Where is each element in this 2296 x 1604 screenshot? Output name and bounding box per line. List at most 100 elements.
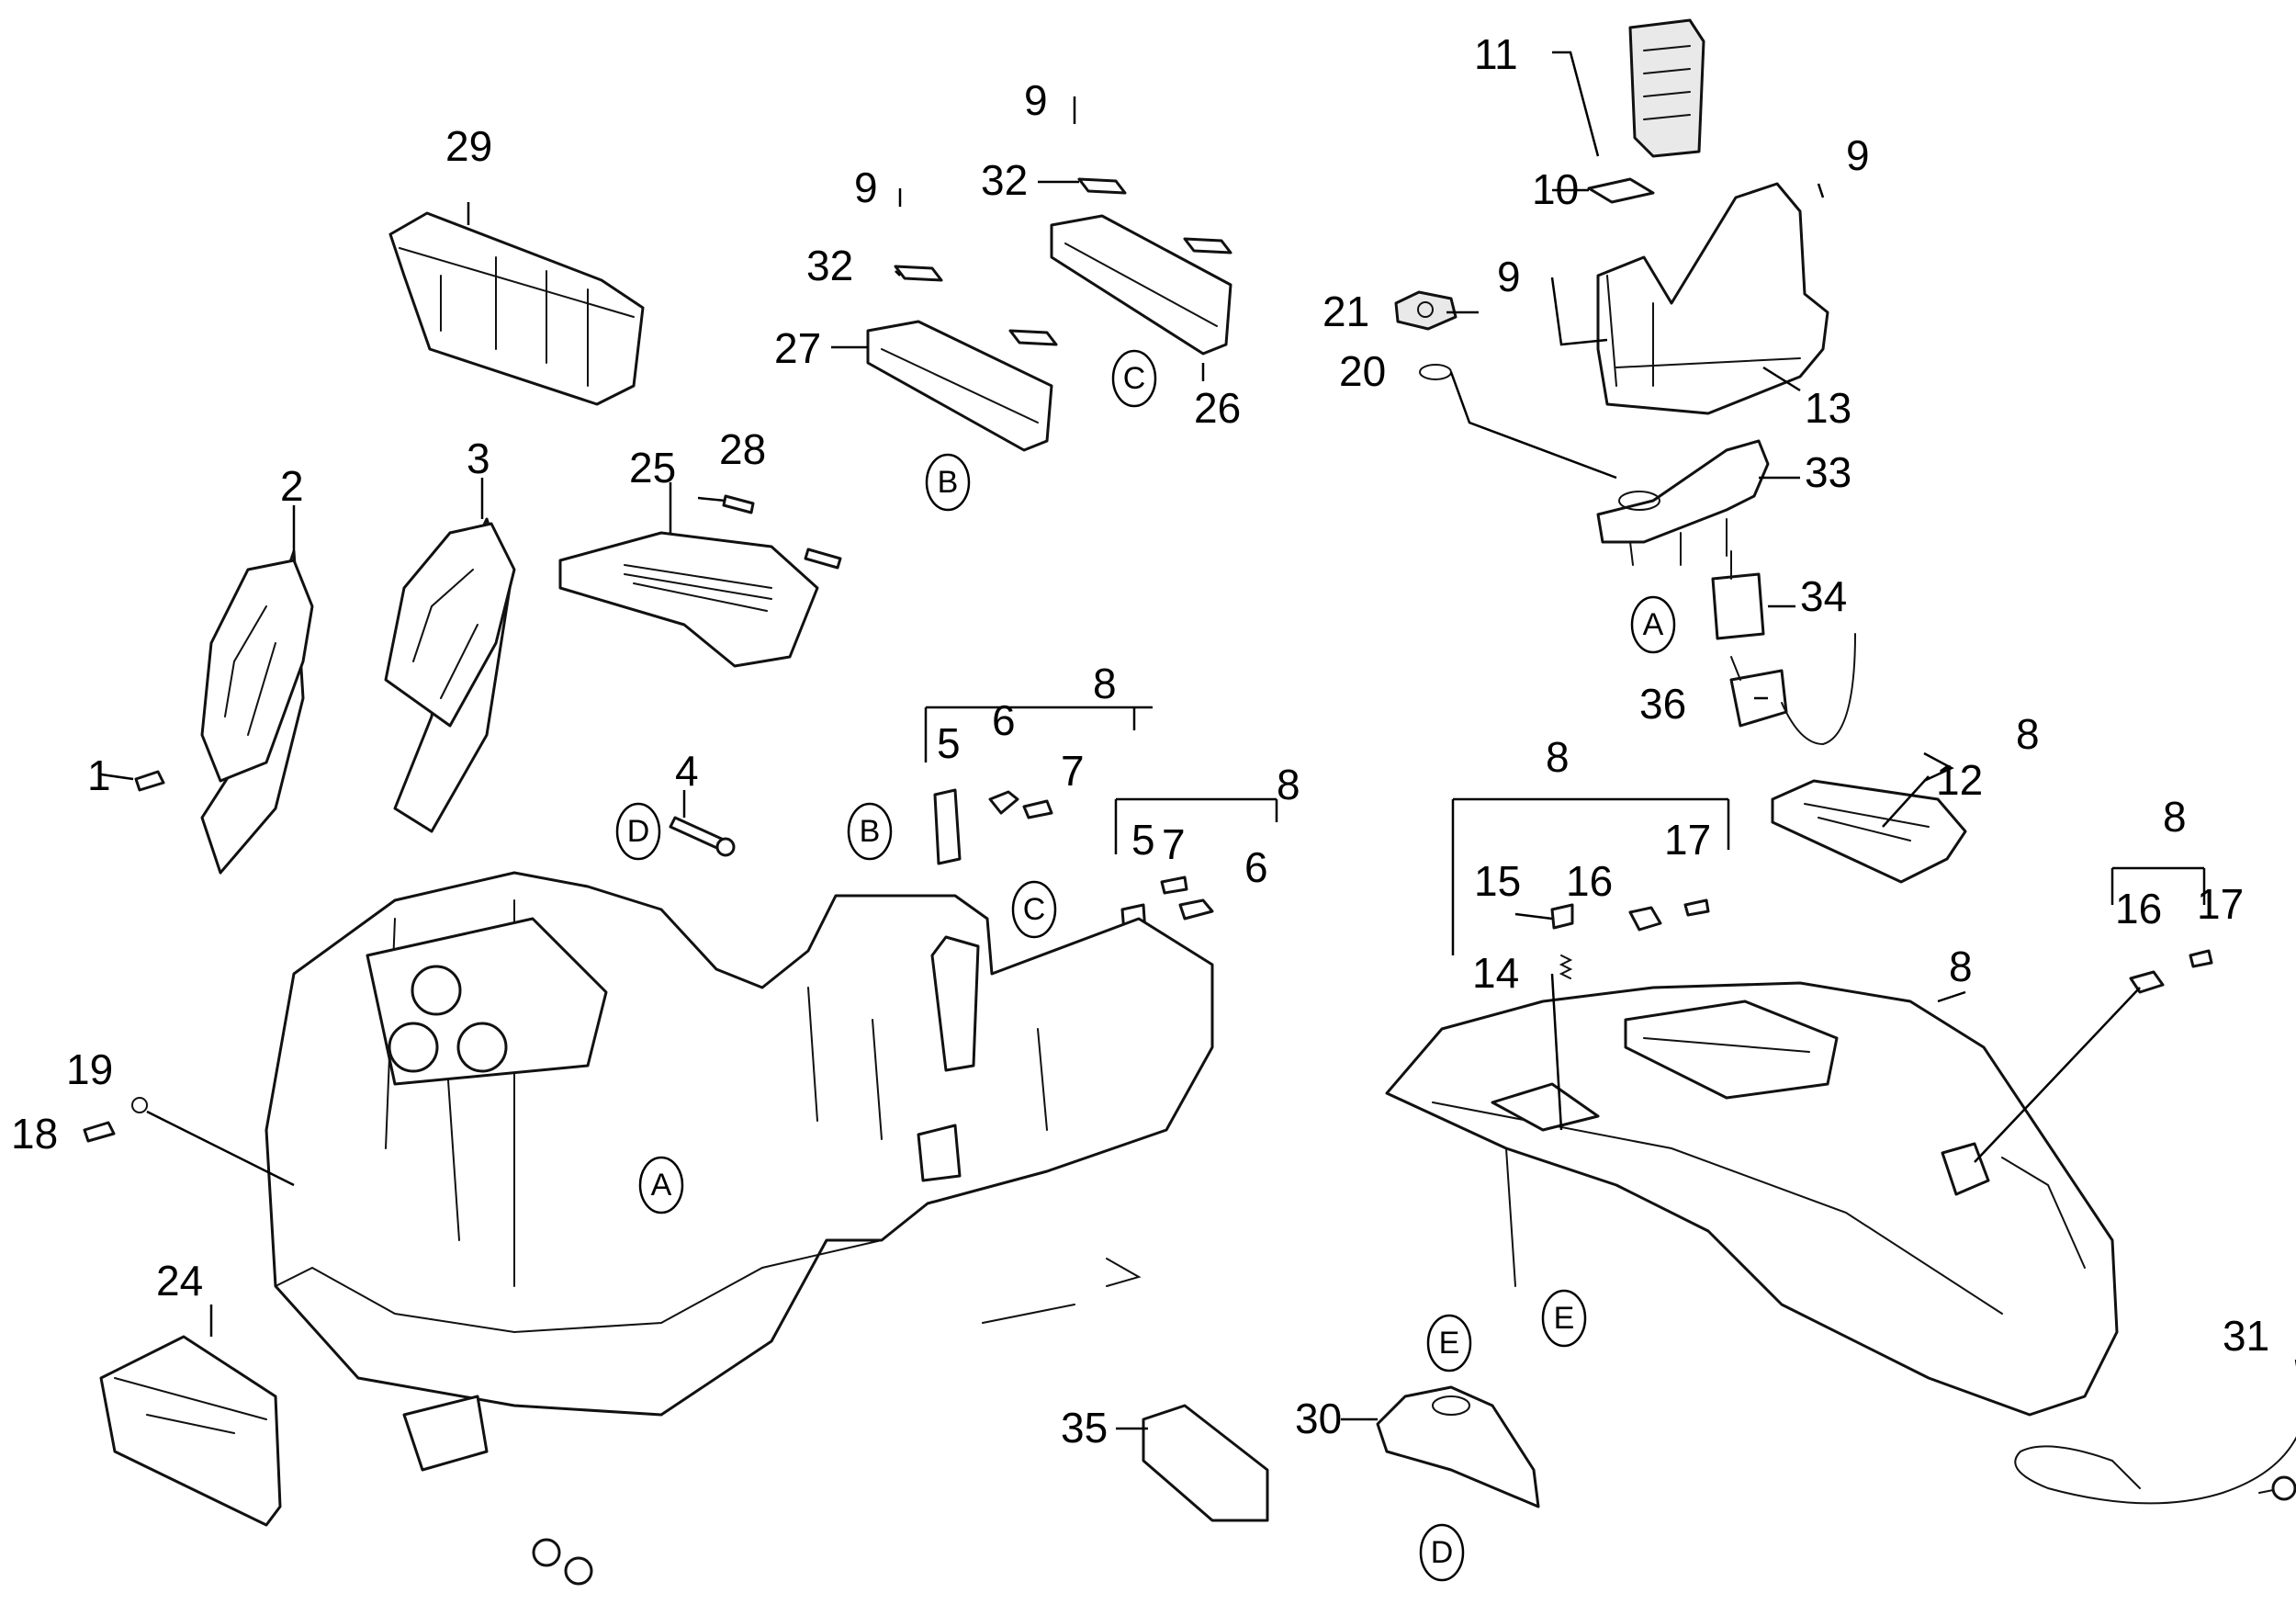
part-4-bolt bbox=[669, 816, 736, 857]
part-33-holder bbox=[1596, 439, 1770, 566]
connector-b-top: B bbox=[925, 453, 971, 512]
callout-25: 25 bbox=[629, 444, 676, 491]
svg-text:B: B bbox=[938, 465, 959, 500]
part-36-switch-cable bbox=[1729, 633, 1856, 746]
callout-19: 19 bbox=[66, 1045, 113, 1093]
connector-e-hood: E bbox=[1541, 1289, 1587, 1348]
connector-markers: A A B B C C D D bbox=[615, 349, 1676, 1582]
part-31-cable bbox=[2014, 1436, 2296, 1505]
callout-36: 36 bbox=[1639, 680, 1686, 728]
parts-14-15-16-17-hardware bbox=[1550, 898, 2213, 994]
part-34-switch bbox=[1711, 550, 1765, 640]
part-12-pad bbox=[1771, 779, 1967, 884]
callout-6-left: 6 bbox=[992, 696, 1016, 744]
callout-4: 4 bbox=[675, 747, 699, 795]
part-29-storage-tray bbox=[388, 211, 645, 406]
part-2-handle-left bbox=[200, 549, 314, 875]
parts-5-6-7-left bbox=[933, 788, 1053, 865]
callout-10: 10 bbox=[1532, 165, 1579, 213]
callout-11: 11 bbox=[1474, 30, 1518, 78]
callout-35: 35 bbox=[1061, 1404, 1108, 1452]
callout-2: 2 bbox=[280, 462, 304, 510]
part-27-bracket bbox=[866, 320, 1053, 452]
main-chassis bbox=[264, 871, 1214, 1586]
callout-21: 21 bbox=[1322, 288, 1369, 335]
callout-9-c: 9 bbox=[1846, 131, 1870, 179]
connector-c-main: C bbox=[1011, 880, 1057, 939]
callout-5-left: 5 bbox=[937, 719, 961, 767]
callout-labels: 1 2 3 4 5 6 7 8 5 7 6 8 9 32 27 9 32 26 … bbox=[11, 30, 2269, 1452]
part-26-bracket bbox=[1050, 214, 1232, 356]
part-13-console bbox=[1596, 182, 1829, 415]
callout-16-a: 16 bbox=[1566, 857, 1613, 905]
connector-d-main: D bbox=[615, 802, 661, 861]
callout-9-a: 9 bbox=[854, 164, 878, 211]
connector-b-main: B bbox=[847, 802, 893, 861]
callout-12: 12 bbox=[1936, 756, 1983, 804]
callout-8-clip: 8 bbox=[1949, 943, 1973, 990]
part-28-pins bbox=[722, 494, 842, 570]
part-1-screw bbox=[134, 770, 165, 792]
callout-3: 3 bbox=[467, 435, 490, 482]
part-30-mount bbox=[1376, 1385, 1540, 1508]
svg-text:C: C bbox=[1123, 361, 1146, 396]
connector-a-top: A bbox=[1630, 595, 1676, 654]
callout-15: 15 bbox=[1474, 857, 1521, 905]
callout-5-right: 5 bbox=[1131, 816, 1155, 864]
callout-33: 33 bbox=[1805, 448, 1851, 496]
svg-text:E: E bbox=[1439, 1326, 1460, 1361]
part-21-seal-cap bbox=[1394, 290, 1458, 331]
part-battery-cartridge bbox=[1628, 18, 1705, 158]
part-18-19-screw-washer bbox=[83, 1097, 148, 1143]
connector-a-main: A bbox=[638, 1156, 684, 1214]
connector-c-top: C bbox=[1111, 349, 1157, 408]
svg-text:B: B bbox=[860, 814, 881, 849]
connector-d-bottom: D bbox=[1419, 1523, 1465, 1582]
callout-17-a: 17 bbox=[1664, 816, 1711, 864]
callout-32-b: 32 bbox=[981, 156, 1028, 204]
callout-24: 24 bbox=[156, 1257, 203, 1305]
svg-text:E: E bbox=[1554, 1301, 1575, 1336]
callout-31: 31 bbox=[2223, 1312, 2269, 1360]
callout-18: 18 bbox=[11, 1110, 58, 1158]
callout-26: 26 bbox=[1194, 384, 1241, 432]
callout-34: 34 bbox=[1800, 572, 1847, 620]
callout-13: 13 bbox=[1805, 384, 1851, 432]
leader-lines bbox=[100, 51, 2296, 1430]
part-20-o-ring bbox=[1419, 364, 1452, 380]
callout-8-side: 8 bbox=[2163, 793, 2187, 841]
callout-29: 29 bbox=[445, 122, 492, 170]
hood-cover bbox=[1385, 981, 2119, 1417]
part-24-side-tray bbox=[99, 1335, 282, 1527]
svg-text:D: D bbox=[627, 814, 650, 849]
svg-text:C: C bbox=[1023, 892, 1046, 927]
callout-28: 28 bbox=[719, 425, 766, 473]
svg-text:D: D bbox=[1431, 1535, 1454, 1570]
callout-32-a: 32 bbox=[806, 242, 853, 289]
callout-30: 30 bbox=[1295, 1395, 1342, 1442]
callout-17-b: 17 bbox=[2197, 880, 2244, 928]
callout-14: 14 bbox=[1472, 949, 1519, 997]
callout-8-pad: 8 bbox=[2016, 710, 2040, 758]
callout-16-b: 16 bbox=[2115, 885, 2162, 932]
callout-20: 20 bbox=[1339, 347, 1386, 395]
svg-text:A: A bbox=[1643, 607, 1664, 642]
callout-8-right: 8 bbox=[1277, 761, 1300, 808]
callout-8-left: 8 bbox=[1093, 660, 1117, 707]
callout-1: 1 bbox=[87, 751, 111, 799]
callout-27: 27 bbox=[774, 324, 821, 372]
connector-e-mount: E bbox=[1426, 1314, 1472, 1372]
part-32-clips bbox=[894, 177, 1232, 346]
part-10-clip bbox=[1587, 177, 1655, 204]
callout-7-left: 7 bbox=[1061, 747, 1085, 795]
callout-9-d: 9 bbox=[1497, 253, 1521, 300]
callout-8-hood: 8 bbox=[1546, 733, 1570, 781]
callout-6-right: 6 bbox=[1244, 843, 1268, 891]
callout-9-b: 9 bbox=[1024, 76, 1048, 124]
part-35-bracket bbox=[1142, 1404, 1269, 1522]
part-25-cover-plate bbox=[558, 531, 819, 668]
svg-text:A: A bbox=[651, 1168, 672, 1203]
callout-7-right: 7 bbox=[1162, 820, 1186, 868]
